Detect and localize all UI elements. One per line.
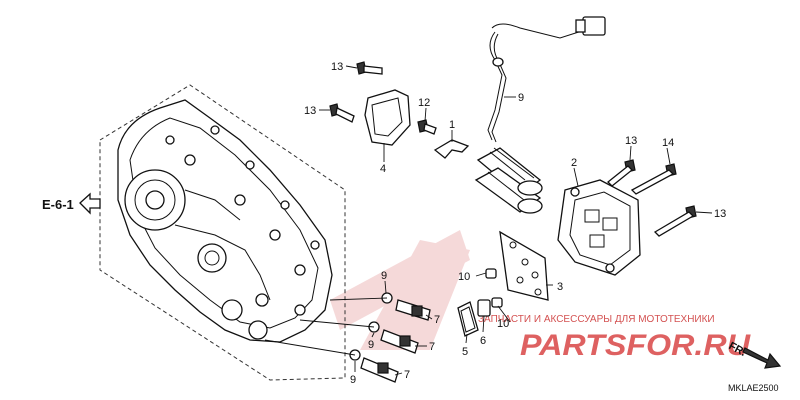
bolt-13-lower	[653, 205, 697, 237]
reference-arrow-label: E-6-1	[42, 197, 74, 212]
callout-12-lower: 13	[304, 105, 316, 117]
bolt-12-upper	[356, 61, 383, 75]
clip-1	[433, 139, 470, 159]
dowel-10-lower	[491, 297, 503, 308]
callout-11: 12	[418, 97, 430, 109]
filter-6	[477, 299, 491, 317]
watermark: ЗАПЧАСТИ И АКСЕССУАРЫ ДЛЯ МОТОТЕХНИКИ PA…	[330, 230, 751, 362]
bracket-4	[364, 89, 411, 146]
callout-7-middle: 7	[429, 341, 435, 353]
callout-14: 14	[662, 137, 674, 149]
watermark-logo: PARTSFOR.RU	[520, 329, 751, 362]
watermark-emblem	[330, 230, 470, 350]
cover-boundary-dashed	[99, 84, 346, 381]
reference-arrow: E-6-1	[42, 192, 101, 215]
callout-4: 4	[380, 163, 386, 175]
bolt-11	[417, 119, 437, 135]
bolt-12-lower	[329, 103, 355, 123]
callout-5: 5	[462, 346, 468, 358]
callout-10-lower: 10	[497, 318, 509, 330]
callout-2: 2	[571, 157, 577, 169]
sensor-7-middle	[380, 329, 419, 354]
callout-7-lower: 7	[404, 369, 410, 381]
bolt-14	[630, 163, 677, 195]
callout-13-lower: 13	[714, 208, 726, 220]
callout-1: 1	[449, 119, 455, 131]
diagram-code: MKLAE2500	[728, 383, 779, 393]
callouts: 13 13 12 1 4 9 2 13 14 13 3 10 10 5 6 9 …	[304, 61, 726, 386]
dowel-10-upper	[485, 268, 497, 279]
callout-8: 9	[518, 92, 524, 104]
transmission-cover	[117, 99, 333, 343]
solenoid-harness-8	[474, 16, 606, 214]
front-direction-arrow: FR.	[727, 340, 782, 369]
valve-body-2	[557, 179, 641, 276]
gasket-5	[457, 301, 479, 337]
callout-9-middle: 9	[368, 339, 374, 351]
callout-6: 6	[480, 335, 486, 347]
callout-9-lower: 9	[350, 374, 356, 386]
leader-lines	[264, 65, 713, 376]
callout-10-upper: 10	[458, 271, 470, 283]
separator-plate-3	[499, 230, 549, 301]
callout-9-upper: 9	[381, 270, 387, 282]
sensor-7-lower	[360, 357, 399, 383]
bolt-13-upper	[607, 159, 636, 187]
callout-12-upper: 13	[331, 61, 343, 73]
callout-7-upper: 7	[434, 314, 440, 326]
callout-13-upper: 13	[625, 135, 637, 147]
sensor-7-upper	[395, 299, 431, 321]
callout-3: 3	[557, 281, 563, 293]
watermark-subtitle: ЗАПЧАСТИ И АКСЕССУАРЫ ДЛЯ МОТОТЕХНИКИ	[478, 314, 715, 325]
